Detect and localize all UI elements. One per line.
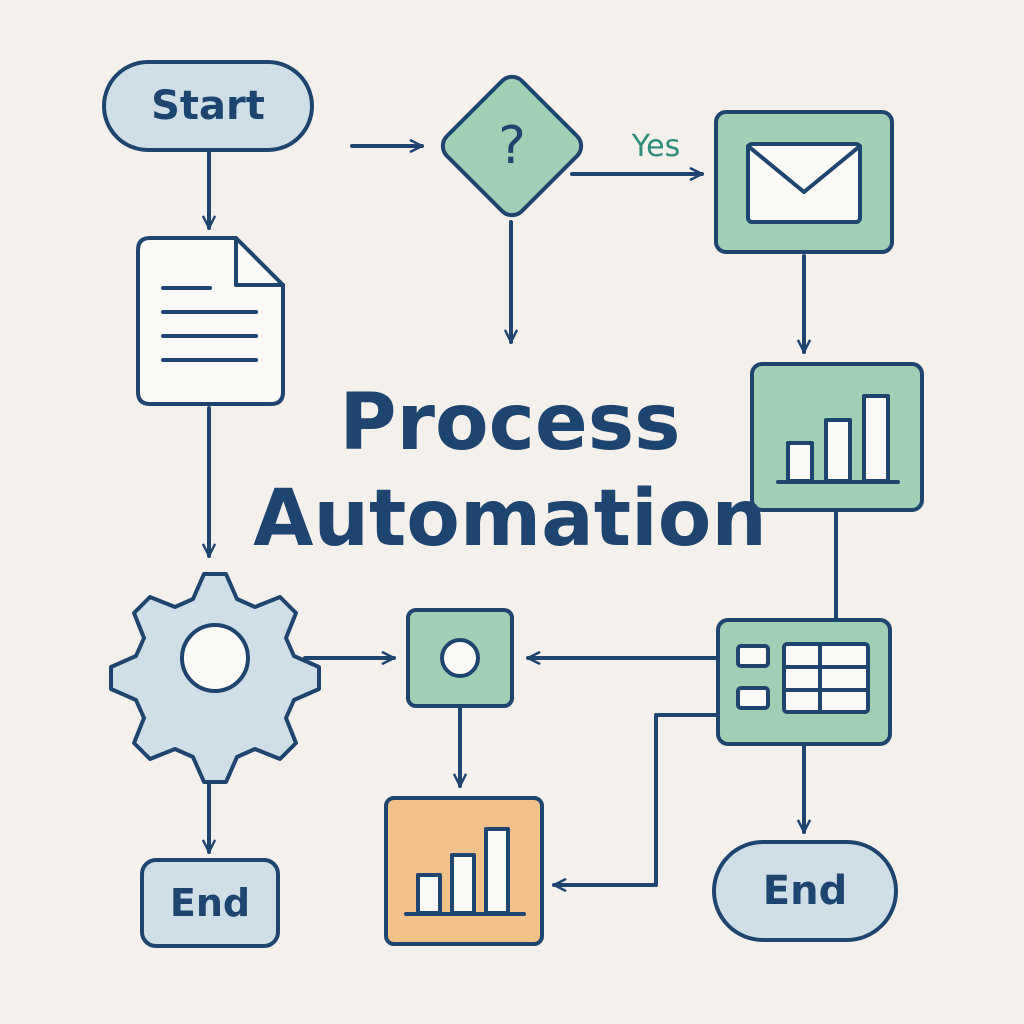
connector-table-to-orange-chart (552, 713, 720, 892)
table-icon (716, 618, 892, 746)
end-label-left: End (169, 881, 251, 925)
diagram-title: Process Automation (200, 375, 820, 567)
bar-chart-icon (384, 796, 544, 946)
title-line-2: Automation (253, 474, 767, 564)
start-label: Start (151, 83, 265, 129)
title-line-1: Process (339, 378, 681, 468)
yes-label: Yes (631, 128, 681, 164)
gear-icon (109, 572, 321, 784)
decision-diamond (440, 74, 584, 218)
end-terminal-right (712, 840, 898, 942)
end-label-right: End (762, 868, 848, 914)
decision-question-mark: ? (498, 116, 526, 176)
end-terminal-left (140, 858, 280, 948)
start-terminal (102, 60, 314, 152)
circle-icon (406, 608, 514, 708)
bar-chart-icon (750, 362, 924, 512)
envelope-icon (714, 110, 894, 254)
document-icon (136, 236, 285, 406)
